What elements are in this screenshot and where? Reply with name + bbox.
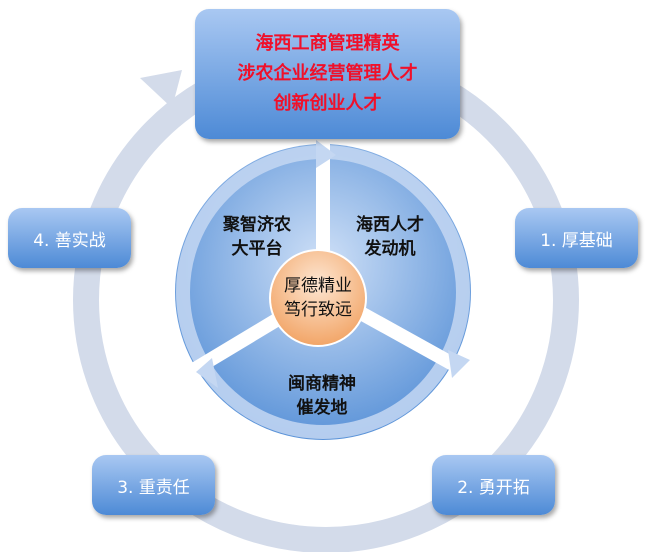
sector-line: 海西人才: [356, 215, 424, 235]
sector-arrowhead-icon: [448, 350, 470, 378]
step-box-2: 2. 勇开拓: [432, 455, 555, 515]
step-label: 1. 厚基础: [540, 230, 613, 251]
goal-line: 海西工商管理精英: [255, 33, 400, 54]
step-label: 3. 重责任: [117, 477, 190, 498]
goal-line: 涉农企业经营管理人才: [237, 63, 418, 84]
sector-arrowhead-icon: [316, 140, 336, 168]
center-circle: [269, 249, 367, 347]
sector-text-left: 聚智济农 大平台: [207, 213, 307, 261]
center-line: 笃行致远: [284, 300, 352, 320]
sector-line: 催发地: [296, 398, 348, 418]
center-line: 厚德精业: [284, 276, 352, 296]
center-text: 厚德精业 笃行致远: [268, 274, 368, 322]
step-label: 4. 善实战: [33, 230, 106, 251]
sector-line: 闽商精神: [288, 374, 356, 394]
step-label: 2. 勇开拓: [457, 477, 530, 498]
step-box-1: 1. 厚基础: [515, 208, 638, 268]
sector-text-bottom: 闽商精神 催发地: [272, 372, 372, 420]
sector-arrowhead-icon: [196, 358, 218, 388]
sector-line: 聚智济农: [223, 215, 291, 235]
sector-text-right: 海西人才 发动机: [340, 213, 440, 261]
goal-box: 海西工商管理精英 涉农企业经营管理人才 创新创业人才: [195, 9, 460, 139]
sector-line: 发动机: [364, 239, 416, 259]
step-box-4: 4. 善实战: [8, 208, 131, 268]
cycle-arrowhead-icon: [140, 70, 182, 108]
sector-line: 大平台: [231, 239, 283, 259]
goal-line: 创新创业人才: [273, 93, 382, 114]
step-box-3: 3. 重责任: [92, 455, 215, 515]
